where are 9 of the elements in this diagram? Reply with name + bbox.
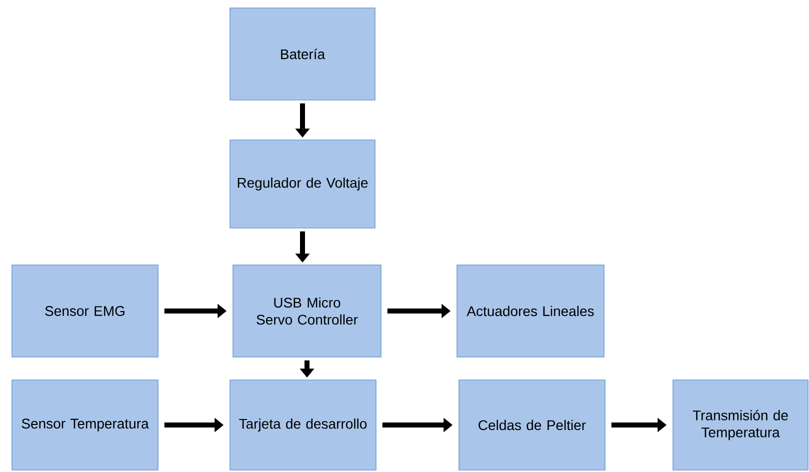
process-box: Sensor Temperatura [12, 380, 158, 470]
process-box: Batería [230, 8, 376, 100]
process-box: Sensor EMG [12, 264, 158, 358]
process-box: Transmisión de Temperatura [672, 380, 808, 470]
process-box: Regulador de Voltaje [230, 140, 376, 228]
process-box: Celdas de Peltier [458, 380, 606, 470]
process-box: USB Micro Servo Controller [232, 264, 382, 358]
process-box: Tarjeta de desarrollo [230, 380, 376, 470]
process-box: Actuadores Lineales [456, 264, 604, 358]
